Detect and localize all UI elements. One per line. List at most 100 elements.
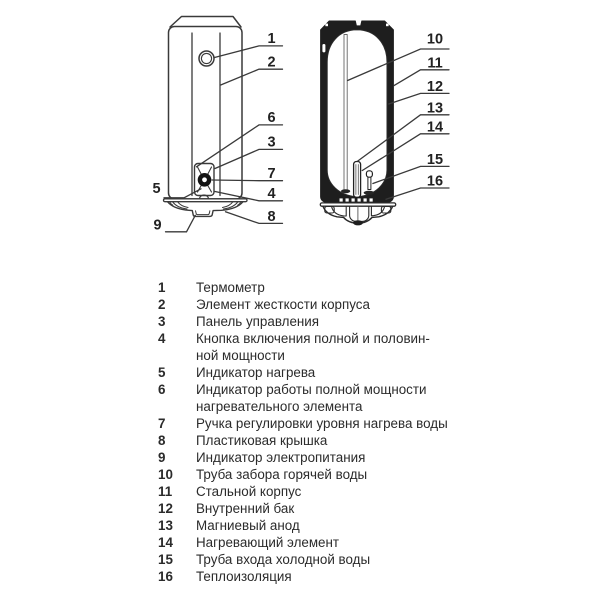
leader-11 (393, 69, 450, 87)
callout-number-12: 12 (427, 79, 443, 95)
legend-item-number: 2 (158, 297, 166, 312)
callout-number-8: 8 (267, 209, 275, 225)
inner-tank (326, 29, 388, 198)
leader-8 (224, 211, 284, 225)
cold-water-inlet-stem (367, 176, 372, 190)
legend-item: 13 Магниевый анод (158, 517, 488, 534)
legend-item-label: Панель управления (196, 314, 320, 329)
leader-6 (195, 124, 284, 168)
terminal-band (336, 197, 378, 203)
callout-leaders-left (163, 45, 284, 233)
cold-water-inlet-head (365, 170, 373, 178)
external-view (162, 15, 248, 218)
thermometer-dial-inner (200, 52, 213, 65)
heating-element-tube (352, 160, 362, 198)
leader-9 (164, 214, 196, 233)
legend-item-number: 4 (158, 331, 166, 346)
cover-right-vent (370, 205, 386, 217)
cover-corner-box-left (324, 205, 335, 214)
callout-number-7: 7 (267, 166, 275, 182)
legend-item-number: 7 (158, 416, 166, 431)
leader-4 (214, 190, 284, 202)
callout-number-9: 9 (153, 217, 161, 233)
legend-item-label: Нагревающий элемент (196, 535, 340, 550)
legend-item-number: 11 (158, 484, 173, 499)
leader-3 (214, 148, 284, 170)
legend-item-label: Внутренний бак (196, 501, 295, 516)
legend-item-label: Магниевый анод (196, 518, 300, 533)
legend-item-label: Кнопка включения полной и половин- ной м… (196, 331, 430, 363)
legend-item-number: 5 (158, 365, 166, 380)
cover-tab-inner (195, 210, 211, 216)
callout-leaders-right (346, 48, 450, 200)
legend-item-number: 12 (158, 501, 173, 516)
callout-number-6: 6 (267, 110, 275, 126)
callout-number-2: 2 (267, 55, 275, 71)
cover-left-vent (330, 205, 347, 217)
water-heater-diagram: 1 2 6 3 7 4 5 9 8 (0, 0, 600, 268)
cutaway-bottom-rim (319, 202, 397, 207)
shell-side-slot (322, 44, 326, 53)
legend-item: 14 Нагревающий элемент (158, 534, 488, 551)
callout-number-11: 11 (427, 55, 442, 71)
legend-item: 12 Внутренний бак (158, 500, 488, 517)
cover-right-vents (222, 201, 242, 210)
leader-10 (346, 48, 450, 82)
callout-number-16: 16 (427, 174, 443, 190)
magnesium-anode-lines (355, 164, 359, 195)
leader-16 (385, 187, 450, 200)
legend-item-label: Пластиковая крышка (196, 433, 328, 448)
callout-number-10: 10 (427, 31, 443, 47)
legend-item-label: Индикатор нагрева (196, 365, 316, 380)
cover-bottom-tab (353, 220, 363, 226)
bottom-center-bump (198, 194, 210, 200)
bottom-rim (162, 198, 248, 203)
legend-item: 4 Кнопка включения полной и половин- ной … (158, 330, 488, 364)
legend-item-number: 3 (158, 314, 166, 329)
cover-center-vent (349, 205, 370, 222)
legend-item-label: Ручка регулировки уровня нагрева воды (196, 416, 448, 431)
thermometer-dial (198, 50, 215, 67)
plastic-cover-outline (166, 201, 244, 218)
cutaway-view (319, 20, 397, 226)
leader-15 (372, 165, 450, 185)
hot-water-pipe (343, 34, 348, 191)
pipe-bottom-flare (341, 189, 351, 194)
callout-numbers-left: 1 2 6 3 7 4 5 9 8 (152, 31, 275, 233)
legend-item-label: Термометр (196, 280, 265, 295)
callout-numbers-right: 10 11 12 13 14 15 16 (427, 31, 443, 189)
leader-13 (357, 114, 450, 162)
legend-item-number: 15 (158, 552, 173, 567)
callout-number-14: 14 (427, 119, 443, 135)
cover-corner-box-right (380, 205, 392, 214)
legend-item-label: Труба входа холодной воды (196, 552, 371, 567)
legend-item-number: 13 (158, 518, 173, 533)
shell-chamfer-notch-right (386, 23, 389, 27)
callout-number-13: 13 (427, 100, 443, 116)
legend-item-number: 1 (158, 280, 166, 295)
cover-left-vents (169, 201, 189, 210)
legend-item: 1 Термометр (158, 279, 488, 296)
legend-item-number: 14 (158, 535, 173, 550)
legend-item-number: 16 (158, 569, 173, 584)
callout-number-1: 1 (267, 31, 275, 47)
legend-item-label: Труба забора горячей воды (196, 467, 368, 482)
leader-5 (163, 188, 202, 199)
right-flange (363, 190, 375, 195)
diagram-svg: 1 2 6 3 7 4 5 9 8 (152, 15, 450, 233)
legend-item: 7 Ручка регулировки уровня нагрева воды (158, 415, 488, 432)
callout-number-15: 15 (427, 152, 443, 168)
legend-item-number: 9 (158, 450, 166, 465)
legend-item: 15 Труба входа холодной воды (158, 551, 488, 568)
panel-corner-marks (196, 166, 213, 193)
legend-item-label: Стальной корпус (196, 484, 302, 499)
leader-14 (361, 133, 450, 172)
legend-item: 11 Стальной корпус (158, 483, 488, 500)
